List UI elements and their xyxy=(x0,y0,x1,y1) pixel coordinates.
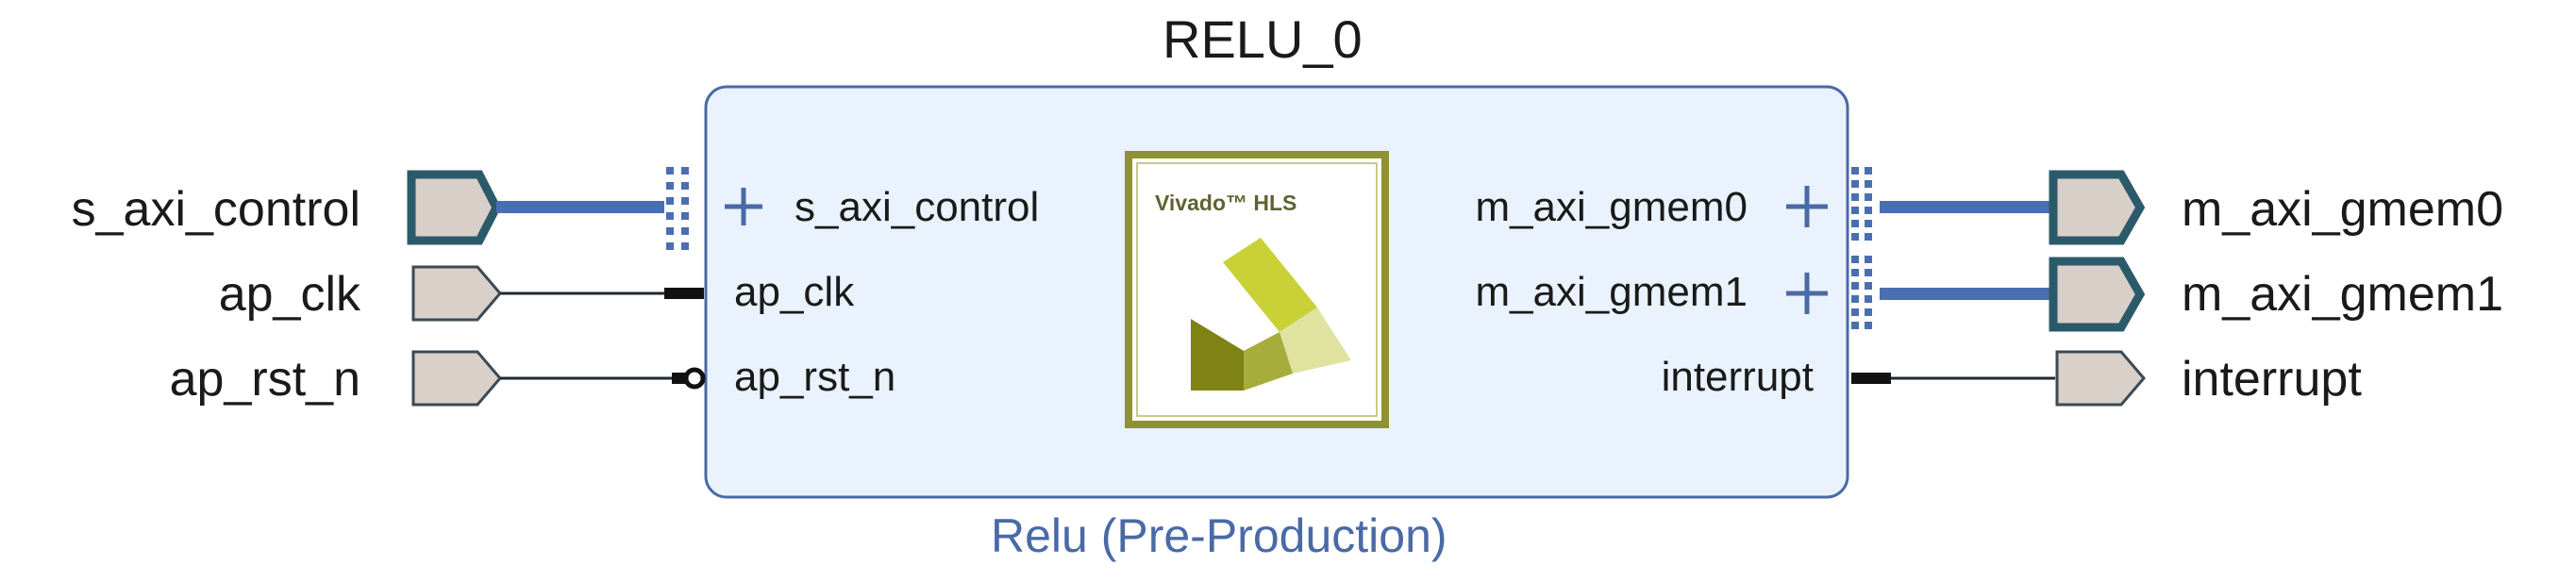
ext-port-label-ap-rst-n: ap_rst_n xyxy=(169,352,360,407)
pin-stub-ap-rst-n xyxy=(672,373,685,384)
ext-port-label-s-axi-control: s_axi_control xyxy=(71,182,360,237)
bus-connection-m-axi-gmem0[interactable] xyxy=(1880,201,2053,213)
expand-s-axi-control-plus-icon[interactable] xyxy=(725,188,762,225)
ext-port-ap-clk-icon[interactable] xyxy=(411,265,502,322)
ext-port-label-m-axi-gmem0: m_axi_gmem0 xyxy=(2182,182,2504,237)
expand-m-axi-gmem1-plus-icon[interactable] xyxy=(1786,273,1828,314)
bus-connection-m-axi-gmem1[interactable] xyxy=(1880,288,2053,300)
ext-port-interrupt-icon[interactable] xyxy=(2055,350,2146,407)
pin-label-m-axi-gmem0: m_axi_gmem0 xyxy=(1475,184,1748,230)
ext-port-ap-rst-n-icon[interactable] xyxy=(411,350,502,407)
block-ip-name: Relu (Pre-Production) xyxy=(991,509,1447,562)
pin-stub-ap-clk xyxy=(664,288,704,299)
hls-emblem-icon xyxy=(1191,238,1351,391)
pin-label-ap-clk: ap_clk xyxy=(734,269,855,315)
ext-port-m-axi-gmem0-icon[interactable] xyxy=(2049,170,2146,245)
pin-label-interrupt: interrupt xyxy=(1661,354,1814,400)
pin-label-ap-rst-n: ap_rst_n xyxy=(734,354,896,400)
bus-connection-s-axi-control[interactable] xyxy=(496,201,664,213)
bus-connector-s-axi-control-icon xyxy=(666,167,689,250)
block-instance-name: RELU_0 xyxy=(1163,9,1363,69)
vivado-hls-logo xyxy=(1125,151,1389,428)
ext-port-s-axi-control-icon[interactable] xyxy=(407,170,502,245)
pin-stub-interrupt xyxy=(1851,373,1891,384)
active-low-bubble-icon xyxy=(683,367,706,390)
ext-port-label-ap-clk: ap_clk xyxy=(218,267,360,322)
expand-m-axi-gmem0-plus-icon[interactable] xyxy=(1786,186,1828,227)
logo-label: Vivado™ HLS xyxy=(1155,191,1297,215)
ext-port-label-m-axi-gmem1: m_axi_gmem1 xyxy=(2182,267,2504,322)
ext-port-m-axi-gmem1-icon[interactable] xyxy=(2049,257,2146,332)
bus-connector-m-axi-gmem1-icon xyxy=(1851,256,1872,329)
ext-port-label-interrupt: interrupt xyxy=(2182,352,2362,407)
bus-connector-m-axi-gmem0-icon xyxy=(1851,167,1872,241)
pin-label-s-axi-control: s_axi_control xyxy=(795,184,1040,230)
pin-label-m-axi-gmem1: m_axi_gmem1 xyxy=(1475,269,1748,315)
